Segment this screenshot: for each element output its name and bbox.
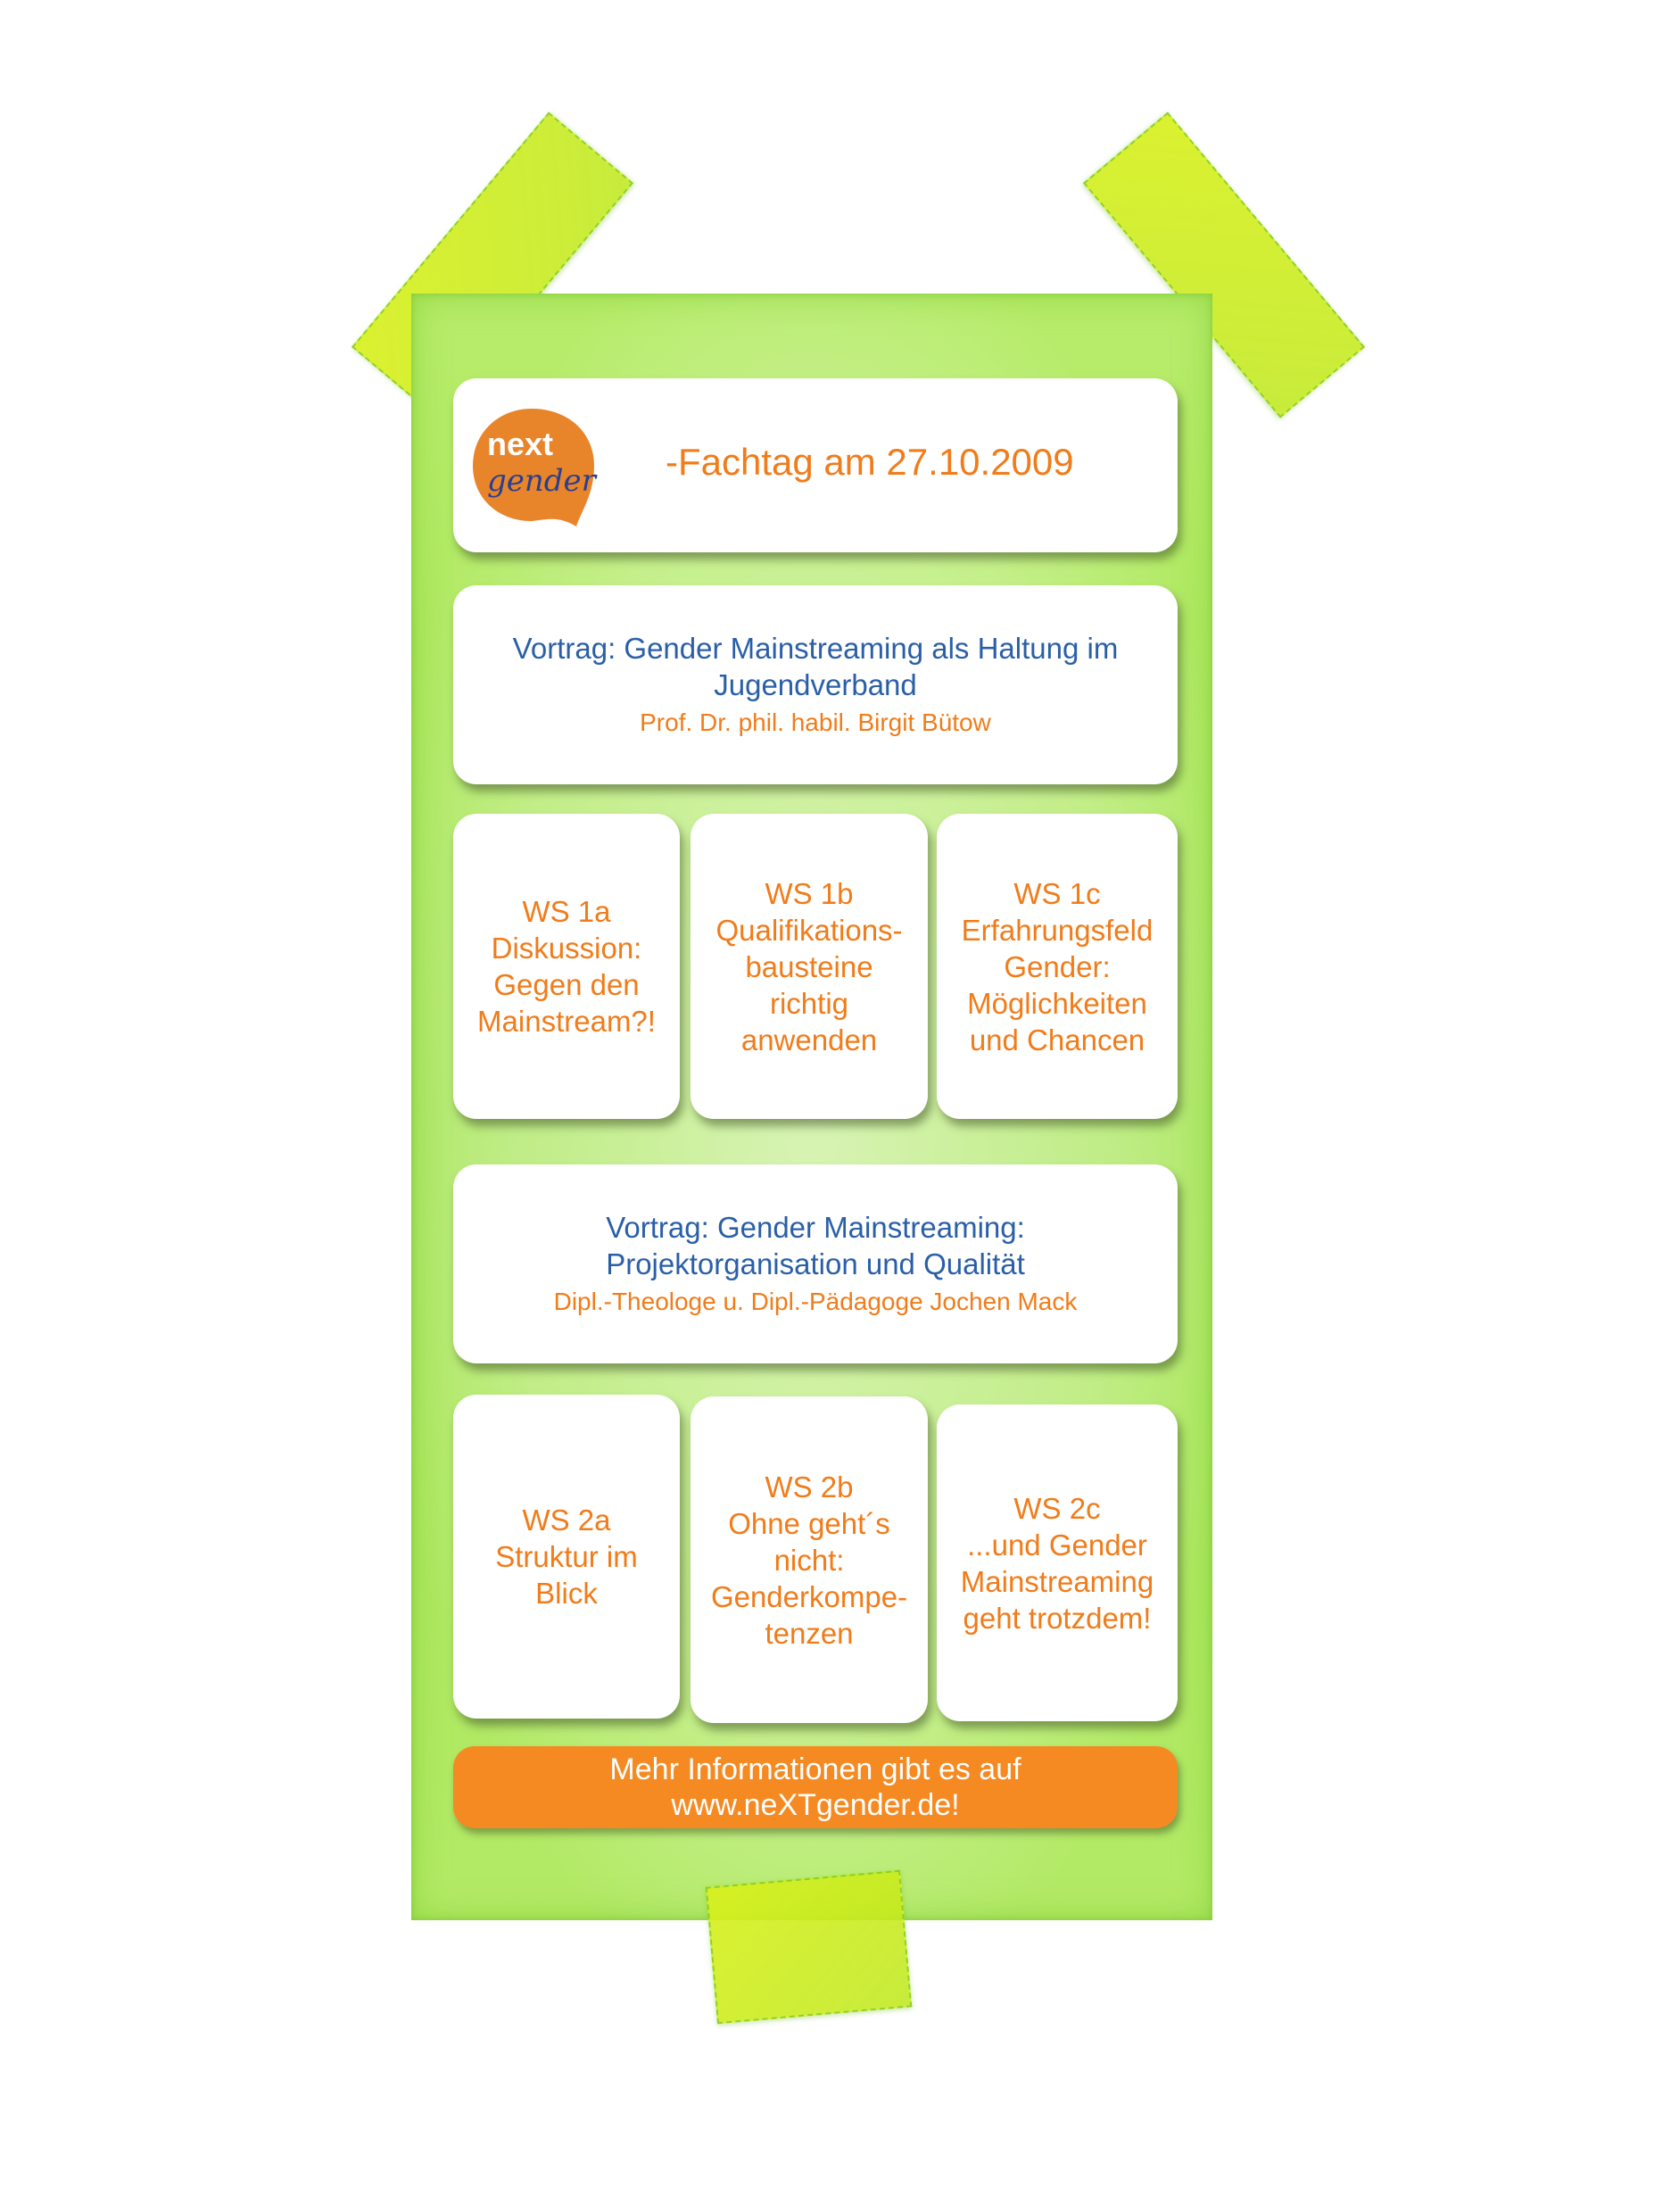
workshop-card-2c: WS 2c ...und Gender Mainstreaming geht t… <box>937 1404 1178 1721</box>
page-title: -Fachtag am 27.10.2009 <box>666 441 1074 483</box>
ws-2a-line-3: Blick <box>535 1577 598 1610</box>
tape-bottom <box>705 1869 913 2025</box>
ws-2b-line-2: Ohne geht´s <box>728 1506 890 1540</box>
workshop-card-2b: WS 2b Ohne geht´s nicht: Genderkompe- te… <box>691 1396 928 1723</box>
ws-1a-line-1: WS 1a <box>522 895 611 928</box>
ws-1c-line-3: Gender: <box>1004 949 1111 983</box>
workshop-card-2a: WS 2a Struktur im Blick <box>453 1395 680 1719</box>
workshop-card-1c: WS 1c Erfahrungsfeld Gender: Möglichkeit… <box>937 814 1178 1119</box>
ws-1a-line-4: Mainstream?! <box>477 1005 656 1038</box>
ws-2c-line-3: Mainstreaming <box>960 1564 1154 1598</box>
ws-1a-line-3: Gegen den <box>493 968 640 1001</box>
ws-1a-line-2: Diskussion: <box>491 932 642 965</box>
talk-1-title-line-2: Jugendverband <box>714 667 917 701</box>
ws-1b-line-1: WS 1b <box>765 876 854 910</box>
logo-word-gender: gender <box>487 463 598 499</box>
ws-1c-line-5: und Chancen <box>969 1023 1145 1056</box>
ws-2b-line-4: Genderkompe- <box>710 1579 908 1613</box>
ws-2a-line-2: Struktur im <box>495 1540 638 1573</box>
ws-2c-line-2: ...und Gender <box>967 1528 1147 1562</box>
ws-1b-line-2: Qualifikations- <box>715 913 903 947</box>
workshop-card-1b: WS 1b Qualifikations- bausteine richtig … <box>691 814 928 1119</box>
logo-word-next: next <box>487 426 553 462</box>
talk-1-title-line-1: Vortrag: Gender Mainstreaming als Haltun… <box>512 631 1119 665</box>
ws-2c-line-4: geht trotzdem! <box>963 1601 1152 1635</box>
ws-1c-line-4: Möglichkeiten <box>967 986 1147 1020</box>
talk-1-speaker: Prof. Dr. phil. habil. Birgit Bütow <box>640 708 991 736</box>
ws-1c-line-2: Erfahrungsfeld <box>961 913 1154 947</box>
talk-card-1: Vortrag: Gender Mainstreaming als Haltun… <box>453 585 1178 784</box>
ws-1c-line-1: WS 1c <box>1013 876 1101 910</box>
ws-2b-line-5: tenzen <box>765 1616 854 1650</box>
talk-2-title-line-2: Projektorganisation und Qualität <box>606 1247 1025 1280</box>
more-info-bar: Mehr Informationen gibt es auf www.neXTg… <box>453 1746 1178 1828</box>
ws-2b-line-3: nicht: <box>773 1543 845 1577</box>
ws-2c-line-1: WS 2c <box>1013 1491 1101 1525</box>
ws-1b-line-3: bausteine <box>745 949 873 983</box>
workshop-card-1a: WS 1a Diskussion: Gegen den Mainstream?! <box>453 814 680 1119</box>
nextgender-logo: next gender <box>473 409 598 526</box>
ws-1b-line-4: richtig <box>769 986 849 1020</box>
website-link[interactable]: www.neXTgender.de! <box>671 1788 960 1822</box>
talk-2-title-line-1: Vortrag: Gender Mainstreaming: <box>606 1210 1025 1244</box>
talk-2-speaker: Dipl.-Theologe u. Dipl.-Pädagoge Jochen … <box>553 1287 1078 1315</box>
ws-2b-line-1: WS 2b <box>765 1470 854 1504</box>
ws-1b-line-5: anwenden <box>740 1023 878 1056</box>
ws-2a-line-1: WS 2a <box>522 1504 611 1537</box>
header-card: next gender -Fachtag am 27.10.2009 <box>453 378 1178 552</box>
more-info-text: Mehr Informationen gibt es auf <box>609 1752 1021 1786</box>
talk-card-2: Vortrag: Gender Mainstreaming: Projektor… <box>453 1164 1178 1363</box>
